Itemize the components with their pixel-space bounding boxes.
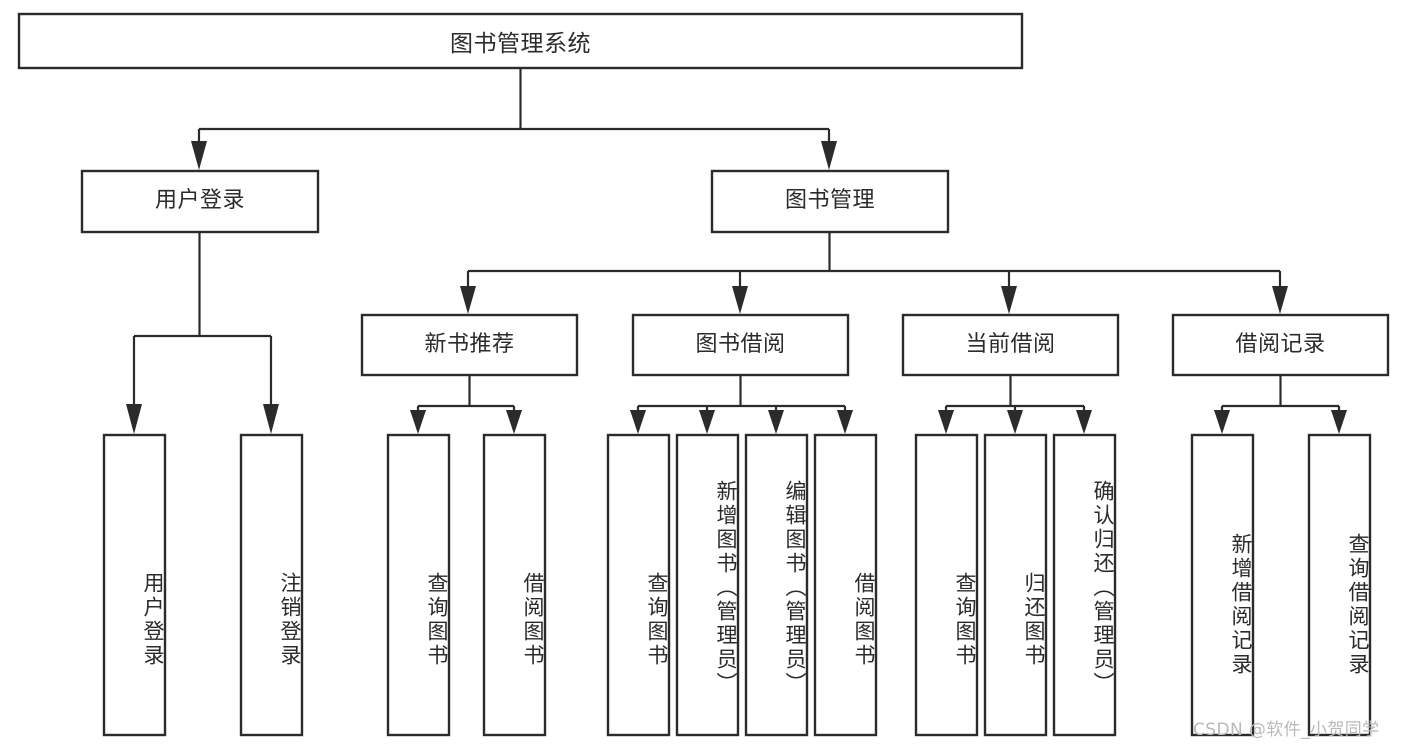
node-box-borrow-record[interactable] <box>1171 313 1390 377</box>
node-box-leaf-borrow-book-2[interactable] <box>813 433 878 737</box>
node-box-leaf-query-record[interactable] <box>1307 433 1372 737</box>
node-box-leaf-add-record[interactable] <box>1190 433 1255 737</box>
node-box-leaf-add-book[interactable] <box>675 433 740 737</box>
node-box-leaf-borrow-book-1[interactable] <box>482 433 547 737</box>
arrow-head-user-login <box>191 141 207 170</box>
arrow-head-leaf-return-book <box>1007 410 1023 434</box>
arrow-head-leaf-user-login <box>126 404 142 434</box>
arrow-head-leaf-edit-book <box>768 410 784 434</box>
arrow-head-leaf-query-book-1 <box>410 410 426 434</box>
node-box-leaf-query-book-1[interactable] <box>386 433 451 737</box>
arrow-head-leaf-query-book-3 <box>938 410 954 434</box>
arrow-head-leaf-borrow-book-1 <box>506 410 522 434</box>
node-box-root[interactable] <box>17 12 1024 70</box>
node-box-book-manage[interactable] <box>710 169 950 234</box>
arrow-head-new-book-recommend <box>460 286 476 314</box>
node-box-user-login[interactable] <box>80 169 320 234</box>
arrow-head-borrow-record <box>1272 286 1288 314</box>
arrow-head-book-manage <box>821 141 837 170</box>
arrow-head-book-borrow <box>732 286 748 314</box>
node-box-leaf-query-book-3[interactable] <box>914 433 979 737</box>
arrow-head-leaf-logout <box>263 404 279 434</box>
csdn-watermark: CSDN @软件_小贺同学 <box>1193 720 1380 740</box>
node-box-leaf-logout[interactable] <box>239 433 304 737</box>
node-box-leaf-confirm-return[interactable] <box>1052 433 1117 737</box>
arrow-head-leaf-borrow-book-2 <box>837 410 853 434</box>
arrow-head-leaf-query-record <box>1331 410 1347 434</box>
node-box-leaf-user-login[interactable] <box>102 433 167 737</box>
arrow-head-leaf-add-book <box>699 410 715 434</box>
arrow-head-leaf-confirm-return <box>1076 410 1092 434</box>
arrow-head-leaf-add-record <box>1214 410 1230 434</box>
node-box-leaf-edit-book[interactable] <box>744 433 809 737</box>
node-box-current-borrow[interactable] <box>901 313 1120 377</box>
node-box-new-book-recommend[interactable] <box>360 313 579 377</box>
node-box-leaf-query-book-2[interactable] <box>606 433 671 737</box>
arrow-head-leaf-query-book-2 <box>630 410 646 434</box>
node-box-leaf-return-book[interactable] <box>983 433 1048 737</box>
arrow-head-current-borrow <box>1001 286 1017 314</box>
node-box-book-borrow[interactable] <box>631 313 850 377</box>
